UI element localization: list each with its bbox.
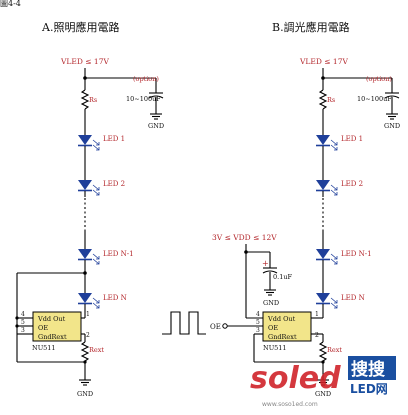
right-led1-label: LED 1: [341, 135, 363, 143]
left-ledn1-symbol: [77, 248, 100, 265]
right-ic-row2: OE: [268, 324, 278, 332]
right-pin4: 4: [256, 311, 260, 318]
right-cap-gnd: GND: [384, 122, 400, 130]
left-ic-row1: Vdd Out: [37, 315, 66, 323]
right-ledn-label: LED N: [341, 294, 365, 302]
right-cap-value: 10~100uF: [357, 95, 392, 103]
watermark-sub: LED网: [350, 382, 388, 396]
right-title: B.調光應用電路: [272, 20, 350, 34]
right-vdd-label: 3V ≤ VDD ≤ 12V: [212, 233, 277, 242]
left-pin1: 1: [86, 311, 90, 318]
right-led1-symbol: [315, 134, 338, 151]
right-ic-row1: Vdd Out: [267, 315, 296, 323]
left-led1-symbol: [77, 134, 100, 151]
left-pin4: 4: [21, 311, 25, 318]
left-cap-note: (option): [133, 75, 159, 83]
right-pin1: 1: [315, 311, 319, 318]
right-ic-name: NU511: [263, 344, 287, 352]
right-nu511-chip: [262, 311, 312, 342]
left-ledn-label: LED N: [103, 294, 127, 302]
left-led1-label: LED 1: [103, 135, 125, 143]
left-ledn1-label: LED N-1: [103, 250, 134, 258]
soled-watermark: soled 搜搜 LED网 www.soso1ed.com: [250, 356, 396, 408]
right-vdd-cap-polarity: +: [262, 259, 269, 268]
right-cap-note: (option): [366, 75, 392, 83]
right-vdd-cap-value: 0.1uF: [273, 273, 293, 281]
watermark-url: www.soso1ed.com: [262, 401, 318, 408]
pwm-waveform: [162, 311, 206, 335]
left-bottom-gnd: GND: [77, 390, 93, 398]
left-pin2: 2: [86, 332, 90, 339]
left-ledn-symbol: [77, 292, 100, 309]
watermark-cn: 搜搜: [351, 359, 386, 380]
right-ledn1-symbol: [315, 248, 338, 265]
right-oe-label: OE: [210, 323, 221, 331]
left-led2-symbol: [77, 179, 100, 196]
right-pin5: 5: [256, 319, 260, 326]
right-pin3: 3: [256, 327, 260, 334]
header-fragment: 圖4-4: [0, 0, 21, 8]
left-supply-label: VLED ≤ 17V: [60, 57, 109, 66]
left-pin5: 5: [21, 319, 25, 326]
right-ledn1-label: LED N-1: [341, 250, 372, 258]
left-rs-label: Rs: [89, 96, 97, 104]
watermark-cn-box: [348, 356, 396, 380]
right-circuit: B.調光應用電路 VLED ≤ 17V (option) 10~100uF GN…: [210, 20, 400, 398]
left-ic-name: NU511: [32, 344, 56, 352]
left-ic-row2: OE: [38, 324, 48, 332]
right-vdd-gnd: GND: [263, 299, 279, 307]
left-cap-gnd: GND: [148, 122, 164, 130]
left-rext-label: Rext: [89, 346, 104, 354]
right-rs-label: Rs: [327, 96, 335, 104]
right-bottom-gnd: GND: [315, 390, 331, 398]
right-supply-label: VLED ≤ 17V: [299, 57, 348, 66]
right-rext-label: Rext: [327, 346, 342, 354]
right-ledn-symbol: [315, 292, 338, 309]
right-pin2: 2: [315, 332, 319, 339]
left-nu511-chip: [32, 311, 82, 342]
left-ic-row3: GndRext: [38, 333, 67, 341]
left-circuit: A.照明應用電路 VLED ≤ 17V (option) 10~100uF GN…: [15, 20, 164, 398]
left-cap-value: 10~100uF: [126, 95, 161, 103]
left-title: A.照明應用電路: [41, 20, 119, 34]
right-led2-symbol: [315, 179, 338, 196]
left-led2-label: LED 2: [103, 180, 125, 188]
left-pin3: 3: [21, 327, 25, 334]
right-led2-label: LED 2: [341, 180, 363, 188]
watermark-brand: soled: [250, 361, 341, 396]
right-ic-row3: GndRext: [268, 333, 297, 341]
